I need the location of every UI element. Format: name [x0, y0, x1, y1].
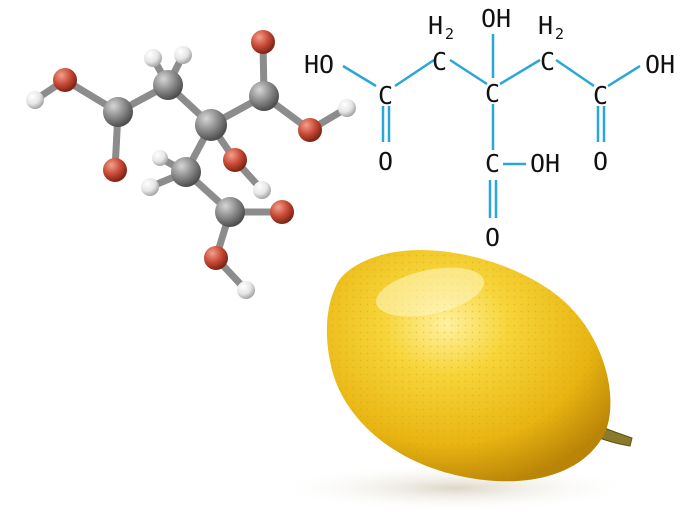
hydrogen-atom: [237, 281, 255, 299]
oxygen-atom: [204, 246, 228, 270]
oxygen-atom: [103, 158, 127, 182]
carbon-atom: [195, 109, 227, 141]
oxygen-atom: [53, 68, 77, 92]
lemon-highlight: [376, 267, 484, 317]
formula-methylene-right-subscript: 2: [555, 25, 564, 43]
formula-methylene-left-h: H: [428, 11, 443, 40]
carbon-atom: [103, 97, 133, 127]
formula-carbon-right: C: [593, 81, 608, 110]
oxygen-atom: [270, 200, 294, 224]
formula-methylene-left-c: C: [432, 47, 447, 76]
formula-oh-carboxyl: OH: [530, 149, 560, 178]
hydrogen-atom: [141, 178, 159, 196]
hydrogen-atom: [338, 99, 356, 117]
formula-methylene-left-subscript: 2: [445, 25, 454, 43]
formula-methylene-right-h: H: [538, 11, 553, 40]
formula-oh-right: OH: [645, 50, 675, 79]
formula-ho-left: HO: [304, 50, 334, 79]
formula-oxygen-carboxyl: O: [485, 223, 500, 252]
oxygen-atom: [298, 118, 322, 142]
formula-bonds: [342, 34, 641, 218]
hydrogen-atom: [174, 46, 192, 64]
hydrogen-atom: [253, 181, 271, 199]
formula-oh-top: OH: [481, 4, 511, 33]
hydrogen-atom: [152, 150, 168, 166]
formula-carbon-carboxyl: C: [485, 149, 500, 178]
formula-oxygen-left: O: [378, 147, 393, 176]
formula-methylene-right-c: C: [540, 47, 555, 76]
carbon-atom: [215, 197, 245, 227]
formula-oxygen-right: O: [593, 147, 608, 176]
oxygen-atom: [223, 148, 247, 172]
oxygen-atom: [251, 30, 275, 54]
formula-carbon-center: C: [485, 79, 500, 108]
carbon-atom: [153, 70, 183, 100]
formula-carbon-left: C: [378, 81, 393, 110]
carbon-atom: [171, 157, 201, 187]
hydrogen-atom: [144, 49, 162, 67]
carbon-atom: [249, 81, 279, 111]
hydrogen-atom: [26, 91, 44, 109]
